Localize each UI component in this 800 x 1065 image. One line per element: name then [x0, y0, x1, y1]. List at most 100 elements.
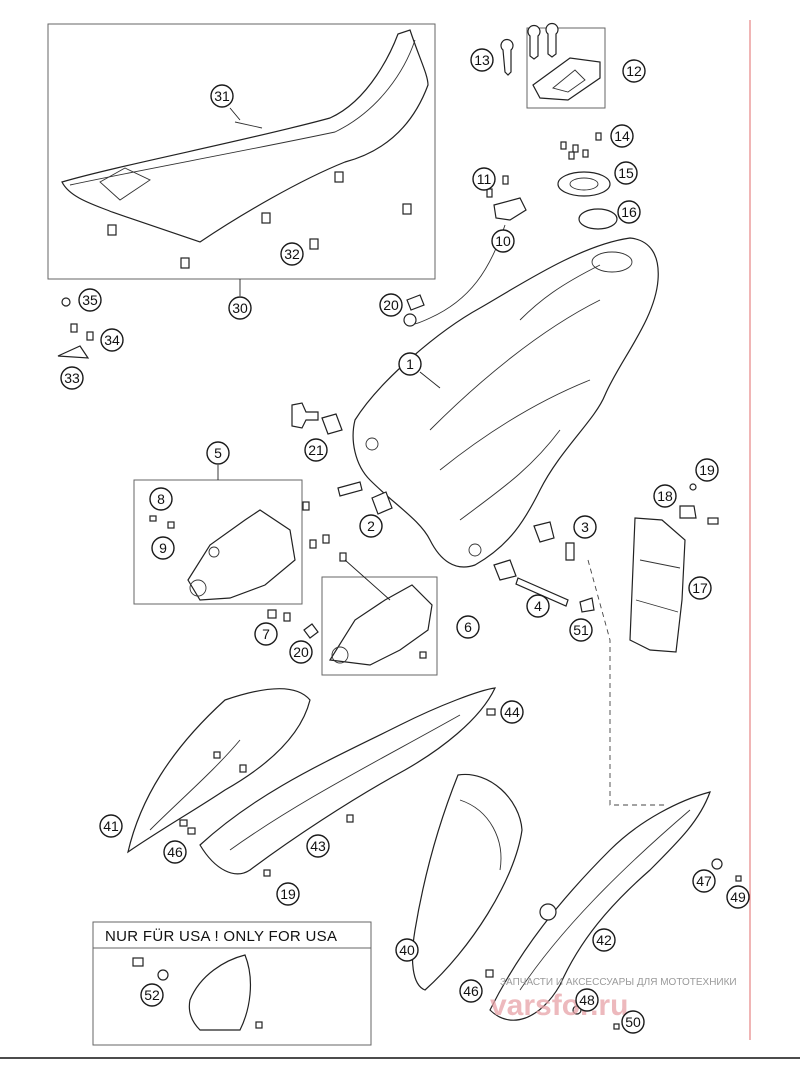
clamp-20b [303, 623, 319, 639]
callout-2: 2 [359, 514, 383, 538]
bracket-group-5 [133, 465, 330, 639]
svg-text:14: 14 [614, 128, 630, 144]
bracket-hole-6 [331, 646, 349, 664]
callout-19a: 19 [695, 458, 719, 482]
svg-text:43: 43 [310, 838, 326, 854]
spoiler-bolt [707, 517, 719, 525]
svg-text:42: 42 [596, 932, 612, 948]
fuel-cap-mark [552, 69, 586, 93]
svg-text:30: 30 [232, 300, 248, 316]
filter-cover-line [459, 799, 502, 871]
bracket-box-6 [321, 576, 438, 676]
bushing-21 [321, 413, 343, 435]
callout-35: 35 [78, 288, 102, 312]
usa-only-box [92, 921, 372, 1046]
usa-bracket-52 [132, 957, 144, 967]
bracket-5 [187, 509, 296, 601]
svg-text:41: 41 [103, 818, 119, 834]
callout-20b: 20 [289, 640, 313, 664]
side-cover-41-edge [149, 739, 241, 831]
assembly-line [587, 559, 665, 806]
cap-screws [560, 132, 602, 160]
bracket-screw [302, 501, 310, 511]
screw-11b [502, 175, 509, 185]
key-pair-a [527, 25, 541, 60]
callout-14: 14 [610, 124, 634, 148]
screw-19b [263, 869, 271, 877]
svg-text:3: 3 [581, 519, 589, 535]
callout-40: 40 [395, 938, 419, 962]
callout-33: 33 [60, 366, 84, 390]
key [500, 39, 514, 76]
callout-46b: 46 [459, 979, 483, 1003]
filter-cover-40-shape [411, 773, 523, 991]
clip-9 [167, 521, 175, 529]
screw-11 [486, 188, 493, 198]
svg-text:5: 5 [214, 445, 222, 461]
callout-42: 42 [592, 928, 616, 952]
tank-filler-recess [591, 251, 633, 273]
svg-text:18: 18 [657, 488, 673, 504]
svg-text:17: 17 [692, 580, 708, 596]
svg-text:32: 32 [284, 246, 300, 262]
callout-1: 1 [398, 352, 422, 376]
clip-41 [213, 751, 221, 759]
callout-17: 17 [688, 576, 712, 600]
svg-text:52: 52 [144, 987, 160, 1003]
bolt-2 [337, 481, 363, 497]
bracket-6-screw-2 [339, 552, 347, 562]
callout-11: 11 [472, 167, 496, 191]
tank-mount-hole-2 [468, 543, 482, 557]
svg-text:10: 10 [495, 233, 511, 249]
callout-12: 12 [622, 59, 646, 83]
side-cover-42-shape [489, 791, 711, 1021]
bolt-3 [565, 542, 575, 561]
screw-34 [70, 323, 78, 333]
callout-31: 31 [210, 84, 234, 108]
callout-47: 47 [692, 869, 716, 893]
callout-10: 10 [491, 229, 515, 253]
tank-mount-hole [365, 437, 379, 451]
bushing-3 [533, 521, 555, 543]
callout-16: 16 [617, 200, 641, 224]
usa-panel [188, 954, 251, 1031]
callout-41: 41 [99, 814, 123, 838]
washer-35 [61, 297, 71, 307]
bolt-21 [291, 402, 319, 429]
svg-text:46: 46 [463, 983, 479, 999]
svg-text:1: 1 [406, 356, 414, 372]
callout-15: 15 [614, 161, 638, 185]
spoiler-line-2 [635, 599, 679, 613]
spoiler-17 [629, 517, 686, 653]
bracket-hole-5b [208, 546, 220, 558]
svg-text:33: 33 [64, 370, 80, 386]
svg-text:11: 11 [477, 171, 492, 187]
spoiler-group [629, 483, 719, 653]
callout-21: 21 [304, 438, 328, 462]
svg-text:7: 7 [262, 626, 270, 642]
callout-51: 51 [569, 618, 593, 642]
tank-inner-line-3 [459, 429, 561, 521]
screw-49 [735, 875, 742, 882]
callout-8: 8 [149, 487, 173, 511]
svg-text:9: 9 [159, 540, 167, 556]
hose-end [403, 313, 417, 327]
bracket-hole-5 [189, 579, 207, 597]
svg-text:6: 6 [464, 619, 472, 635]
callout-30: 30 [228, 296, 252, 320]
leader-6a [344, 559, 391, 601]
svg-text:44: 44 [504, 704, 520, 720]
svg-text:12: 12 [626, 63, 642, 79]
fuel-tap [493, 197, 527, 221]
tank-flange [557, 171, 611, 197]
seat-group [47, 23, 436, 296]
bushing-4 [493, 559, 517, 581]
fuel-tank-body [352, 237, 659, 568]
screw-7 [283, 612, 291, 622]
grommet-42 [539, 903, 557, 921]
tank-flange-inner [569, 177, 599, 191]
side-cover-43-shape [199, 687, 497, 875]
watermark-caption: ЗАПЧАСТИ И АКСЕССУАРЫ ДЛЯ МОТОТЕХНИКИ [500, 977, 737, 988]
callout-18: 18 [653, 484, 677, 508]
